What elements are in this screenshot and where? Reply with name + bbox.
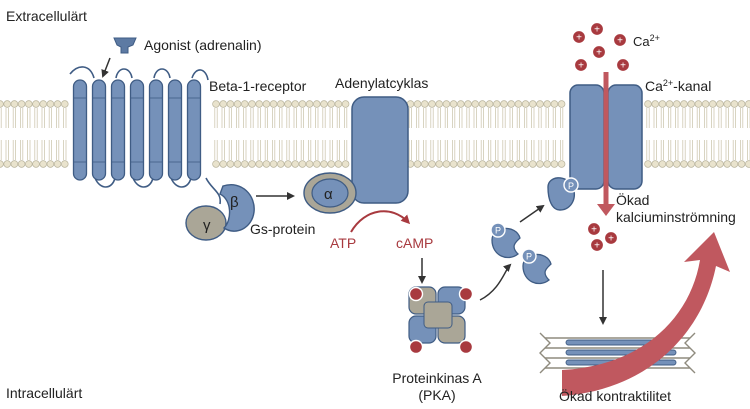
- gamma-subunit: [185, 205, 227, 241]
- calcium-ion-2: +: [589, 21, 605, 37]
- calcium-ion-1: +: [571, 29, 587, 45]
- camp-label: cAMP: [396, 235, 433, 251]
- alpha-symbol: α: [324, 186, 333, 203]
- beta-subunit: [219, 184, 255, 232]
- pka-catalytic-subunits: PP: [490, 222, 552, 285]
- calcium-ion-8: +: [603, 230, 619, 246]
- svg-text:+: +: [591, 225, 597, 236]
- catalytic-subunit-1: P: [490, 222, 521, 259]
- camp-molecule-4: [458, 339, 474, 355]
- ca-channel-label: Ca2+-kanal: [645, 78, 711, 94]
- camp-molecule-1: [408, 286, 424, 302]
- phosphate-symbol: P: [495, 226, 501, 236]
- calcium-ion-6: +: [615, 57, 631, 73]
- beta-symbol: β: [230, 194, 239, 211]
- svg-text:+: +: [617, 36, 623, 47]
- channel-phospho-site: [547, 177, 579, 211]
- svg-text:+: +: [620, 61, 626, 72]
- atp-label: ATP: [330, 235, 356, 251]
- adenylate-cyclase-label: Adenylatcyklas: [335, 75, 428, 91]
- svg-text:+: +: [594, 241, 600, 252]
- influx-label-line1: Ökad: [616, 191, 649, 208]
- svg-text:+: +: [594, 25, 600, 36]
- svg-text:+: +: [578, 61, 584, 72]
- adenylate-cyclase: [351, 96, 409, 204]
- calcium-ion-5: +: [573, 57, 589, 73]
- camp-molecule-3: [408, 339, 424, 355]
- pka-complex: [408, 286, 474, 355]
- gs-alpha-subunit: [303, 172, 357, 214]
- svg-text:+: +: [596, 48, 602, 59]
- pka-label-line1: Proteinkinas A: [392, 370, 482, 386]
- channel-phosphate-symbol: P: [568, 181, 574, 191]
- gamma-symbol: γ: [203, 217, 211, 234]
- cell-membrane: [0, 100, 750, 168]
- calcium-ion-7: +: [586, 221, 602, 237]
- agonist-molecule-icon: [113, 37, 137, 54]
- contractility-label: Ökad kontraktilitet: [559, 387, 671, 404]
- calcium-ions: + + + + + + + + +: [571, 21, 631, 253]
- calcium-channel: [569, 84, 643, 190]
- beta-receptor-label: Beta-1-receptor: [209, 78, 307, 94]
- camp-molecule-2: [458, 286, 474, 302]
- calcium-ion-3: +: [612, 32, 628, 48]
- increased-contractility-arrow: [562, 232, 730, 396]
- phosphorylation-arrow: [519, 204, 545, 223]
- atp-to-camp-arrow: [350, 210, 411, 233]
- agonist-label: Agonist (adrenalin): [144, 37, 262, 53]
- pka-activation-arrow: [479, 263, 512, 301]
- gs-protein-complex: [185, 184, 255, 241]
- gs-protein-label: Gs-protein: [250, 221, 315, 237]
- catalytic-subunit-2: P: [521, 248, 552, 285]
- beta-1-receptor: [69, 66, 222, 205]
- svg-text:+: +: [576, 33, 582, 44]
- calcium-ion-4: +: [591, 44, 607, 60]
- calcium-influx-arrowhead: [597, 204, 615, 216]
- agonist-binding-arrow: [101, 57, 111, 78]
- intracellular-label: Intracellulärt: [6, 385, 82, 401]
- ca-ion-label: Ca2+: [633, 33, 660, 49]
- pka-label-line2: (PKA): [418, 387, 455, 403]
- svg-text:+: +: [608, 234, 614, 245]
- calcium-ion-9: +: [589, 237, 605, 253]
- phosphate-symbol: P: [526, 252, 532, 262]
- influx-label-line2: kalciuminströmning: [616, 209, 736, 225]
- extracellular-label: Extracellulärt: [6, 8, 87, 24]
